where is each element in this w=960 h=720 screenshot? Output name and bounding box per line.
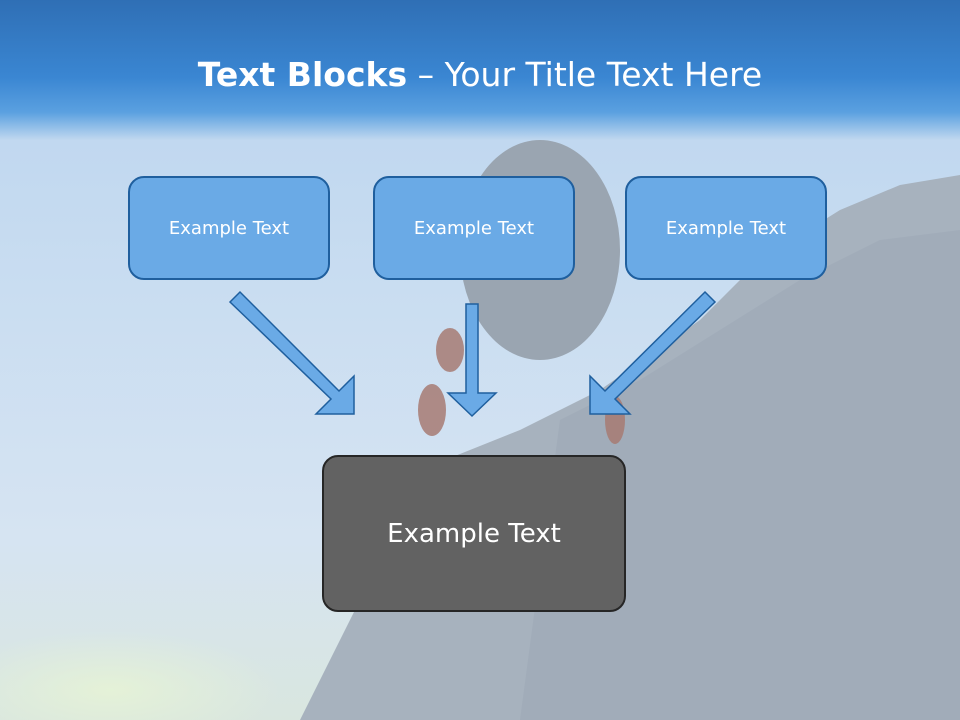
text-block-2[interactable]: Example Text [373, 176, 575, 280]
rock-shade [520, 230, 960, 720]
text-block-2-label: Example Text [413, 217, 535, 239]
slide-title: Text Blocks – Your Title Text Here [0, 52, 960, 98]
arrow-left [228, 290, 355, 415]
title-rest: Your Title Text Here [444, 55, 763, 94]
ant-body [418, 384, 446, 436]
arrow-right [589, 290, 717, 415]
ground-glow [0, 630, 280, 720]
text-block-1[interactable]: Example Text [128, 176, 330, 280]
main-text-block[interactable]: Example Text [322, 455, 626, 612]
title-bold: Text Blocks [197, 55, 408, 94]
title-dash: – [407, 55, 445, 94]
arrow-center [446, 303, 498, 418]
text-block-3[interactable]: Example Text [625, 176, 827, 280]
title-bar [0, 0, 960, 140]
main-text-block-label: Example Text [387, 518, 561, 549]
text-block-3-label: Example Text [665, 217, 787, 239]
ant-body [436, 328, 464, 372]
text-block-1-label: Example Text [168, 217, 290, 239]
